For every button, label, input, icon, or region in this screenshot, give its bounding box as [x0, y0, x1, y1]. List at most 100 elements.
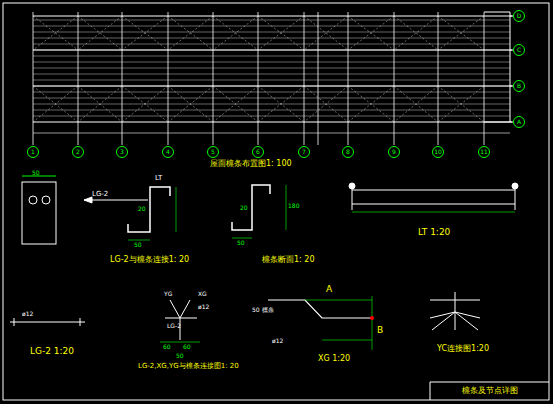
plan-line: [33, 104, 510, 105]
axis-bubble: 9: [388, 146, 400, 158]
axis-bubble: B: [513, 80, 525, 92]
plan-line: [484, 12, 510, 13]
plan-line: [394, 86, 438, 122]
plan-line: [122, 86, 168, 122]
plan-line: [258, 86, 304, 122]
plan-line: [258, 16, 304, 50]
plan-line: [33, 74, 510, 75]
plan-line: [33, 50, 512, 51]
axis-label: 2: [76, 149, 80, 155]
plan-line: [348, 86, 394, 122]
plan-line: [304, 86, 348, 122]
drawing-label: LG-2: [92, 191, 108, 198]
drawing-label: 檩条断面1: 20: [262, 256, 315, 264]
plan-line: [33, 68, 510, 69]
plan-line: [168, 86, 213, 122]
drawing-label: 檩条及节点详图: [462, 387, 518, 395]
drawing-label: LG-2与檩条连接1: 20: [110, 256, 189, 264]
axis-bubble: 6: [252, 146, 264, 158]
plan-line: [213, 86, 258, 122]
plan-line: [33, 86, 78, 122]
plan-line: [33, 92, 510, 93]
plan-line: [394, 86, 438, 122]
plan-line: [438, 86, 484, 122]
axis-bubble: 5: [207, 146, 219, 158]
drawing-label: B: [377, 326, 383, 335]
drawing-label: 60: [183, 344, 191, 350]
drawing-label: XG 1:20: [318, 355, 350, 363]
plan-line: [33, 16, 78, 50]
drawing-label: 50: [176, 353, 184, 359]
axis-label: 1: [31, 149, 35, 155]
axis-bubble: 10: [432, 146, 444, 158]
drawing-label: YG: [164, 291, 172, 297]
axis-label: C: [517, 47, 521, 53]
axis-label: 8: [346, 149, 350, 155]
plan-line: [33, 44, 510, 45]
plan-line: [348, 16, 394, 50]
plan-line: [33, 116, 510, 117]
plan-line: [168, 16, 213, 50]
axis-label: D: [517, 13, 522, 19]
plan-line: [78, 16, 122, 50]
plan-line: [258, 86, 304, 122]
plan-line: [33, 133, 510, 134]
plan-line: [510, 12, 511, 122]
axis-label: 9: [392, 149, 396, 155]
plan-line: [33, 20, 510, 21]
axis-label: 6: [256, 149, 260, 155]
plan-line: [33, 16, 512, 17]
plan-line: [168, 86, 213, 122]
drawing-label: 20: [240, 205, 248, 211]
axis-bubble: 7: [298, 146, 310, 158]
drawing-label: A: [326, 285, 332, 294]
drawing-label: ø12: [22, 311, 33, 317]
drawing-label: YC连接图1:20: [437, 345, 489, 353]
drawing-label: ø12: [198, 304, 209, 310]
axis-label: 11: [480, 149, 488, 155]
plan-line: [438, 86, 484, 122]
plan-line: [394, 16, 438, 50]
axis-label: 5: [211, 149, 215, 155]
plan-line: [122, 86, 168, 122]
drawing-label: LT: [155, 175, 162, 182]
plan-line: [438, 16, 484, 50]
drawing-label: LG-2 1:20: [30, 347, 74, 356]
drawing-label: LT 1:20: [418, 228, 450, 237]
plan-line: [33, 80, 510, 81]
axis-bubble: 1: [27, 146, 39, 158]
plan-line: [213, 16, 258, 50]
plan-line: [122, 16, 168, 50]
plan-line: [213, 86, 258, 122]
drawing-label: XG: [198, 291, 207, 297]
plan-line: [33, 62, 510, 63]
axis-bubble: 11: [478, 146, 490, 158]
plan-line: [304, 86, 348, 122]
plan-line: [258, 16, 304, 50]
plan-line: [33, 98, 510, 99]
axis-bubble: D: [513, 10, 525, 22]
plan-line: [78, 86, 122, 122]
drawing-label: 60: [163, 344, 171, 350]
axis-label: 7: [302, 149, 306, 155]
plan-line: [33, 86, 512, 87]
plan-line: [33, 86, 78, 122]
plan-line: [78, 16, 122, 50]
plan-line: [33, 110, 510, 111]
plan-line: [304, 16, 348, 50]
drawing-label: 50 檩条: [252, 307, 274, 313]
axis-label: 3: [120, 149, 124, 155]
axis-label: A: [517, 119, 521, 125]
plan-line: [122, 16, 168, 50]
plan-line: [304, 16, 348, 50]
axis-bubble: C: [513, 44, 525, 56]
plan-line: [438, 16, 484, 50]
axis-bubble: A: [513, 116, 525, 128]
axis-label: 4: [166, 149, 170, 155]
axis-label: B: [517, 83, 521, 89]
plan-line: [348, 86, 394, 122]
plan-line: [213, 16, 258, 50]
axis-label: 10: [434, 149, 442, 155]
drawing-label: LG-2: [167, 323, 181, 329]
